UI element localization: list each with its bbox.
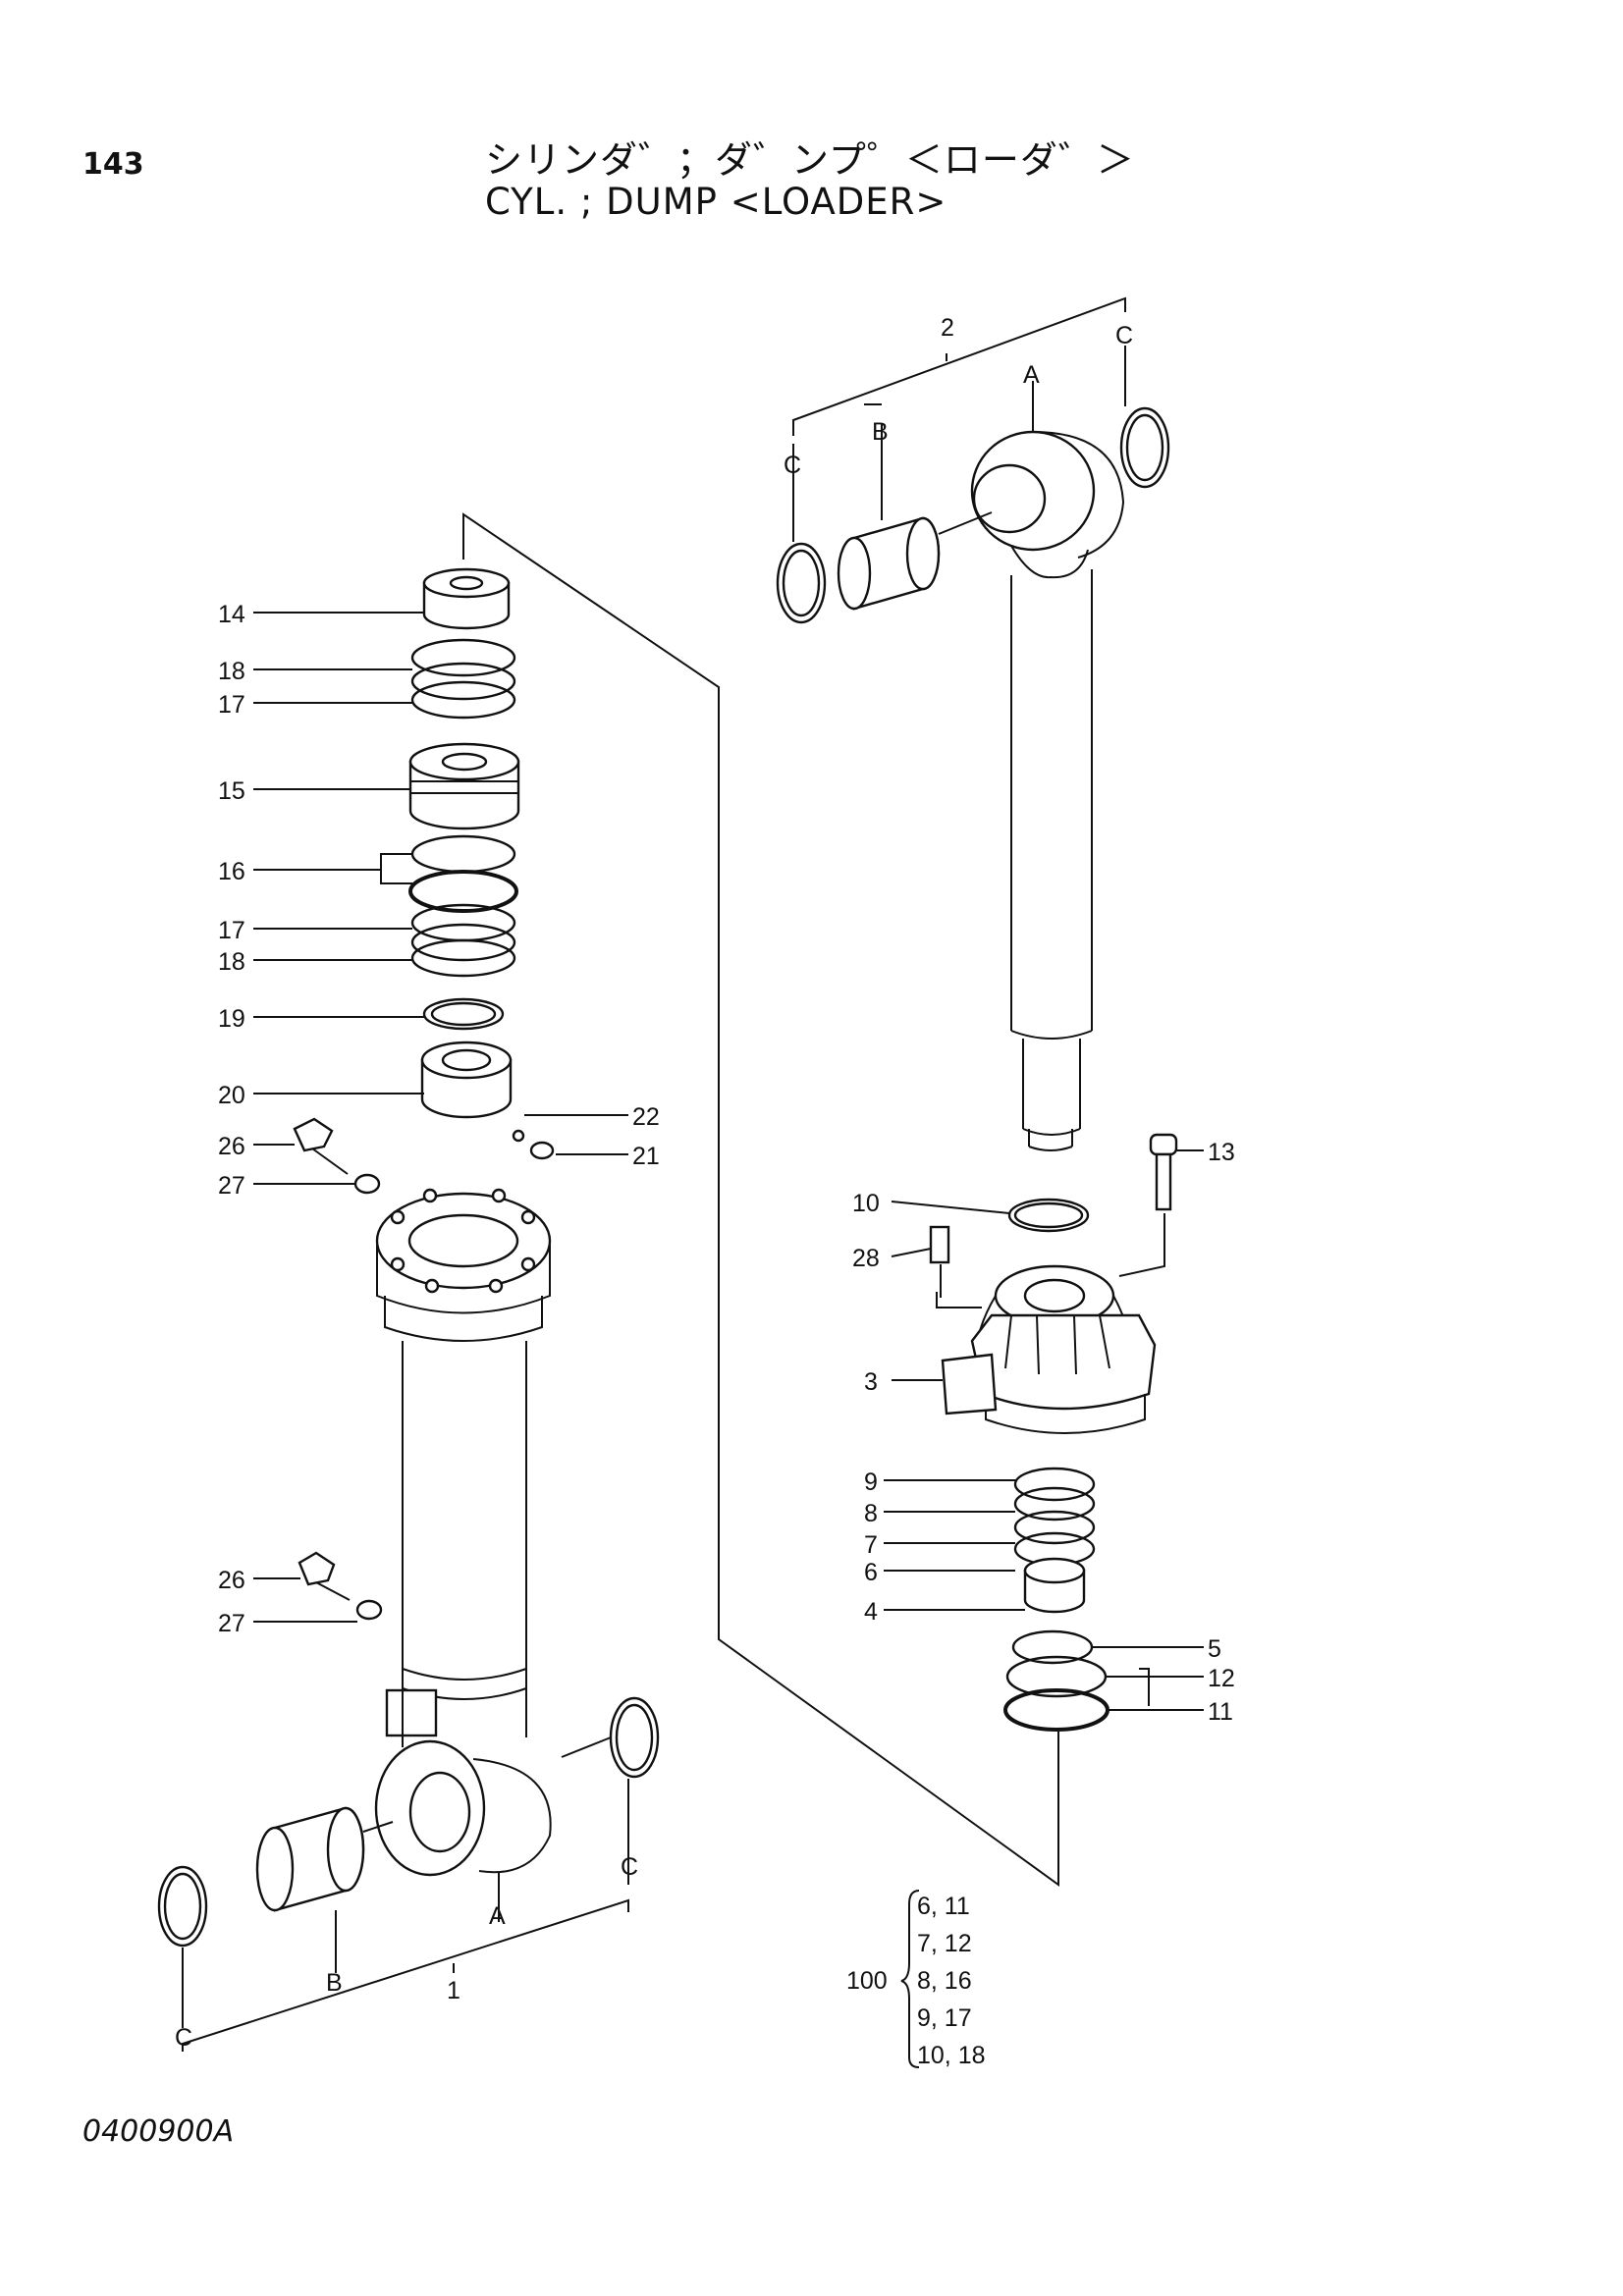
group-left-number: 1: [447, 1977, 460, 2004]
group-right-a: A: [1023, 361, 1040, 389]
callout-19: 19: [218, 1005, 245, 1033]
callout-18: 18: [218, 658, 245, 685]
fitting-part: [929, 1225, 950, 1264]
callout-7: 7: [864, 1531, 878, 1559]
kit-item: 7, 12: [917, 1930, 972, 1957]
steel-ball-part: [512, 1129, 525, 1143]
rod-seal-c-right-part: [1119, 406, 1170, 489]
slide-ring-part: [410, 638, 516, 677]
plug-upper-part: [293, 1117, 334, 1152]
callout-14: 14: [218, 601, 245, 628]
group-right-b: B: [872, 418, 889, 446]
tube-bracket: [385, 1688, 438, 1737]
callout-8: 8: [864, 1500, 878, 1527]
callout-3: 3: [864, 1368, 878, 1396]
callout-26: 26: [218, 1133, 245, 1160]
group-left-b: B: [326, 1969, 343, 1997]
callout-4: 4: [864, 1598, 878, 1626]
o-ring-lower-part: [355, 1599, 383, 1621]
piston-part: [408, 760, 520, 830]
callout-17: 17: [218, 691, 245, 719]
drawing-code: 0400900A: [82, 2114, 235, 2149]
group-left-c-right: C: [621, 1853, 638, 1881]
rod-seal-stack: [1013, 1467, 1096, 1502]
kit-item: 9, 17: [917, 2004, 972, 2032]
group-brackets: [182, 296, 1126, 2052]
kit-brace: [900, 1890, 920, 2068]
kit-item: 10, 18: [917, 2042, 986, 2069]
callout-13: 13: [1208, 1139, 1235, 1166]
group-right-c-right: C: [1115, 322, 1133, 349]
group-left-c-left: C: [175, 2024, 192, 2052]
page-title-english: CYL. ; DUMP <LOADER>: [485, 181, 947, 223]
callout-20: 20: [218, 1082, 245, 1109]
group-left-a: A: [489, 1902, 506, 1930]
callout-27: 27: [218, 1172, 245, 1200]
page-title-japanese: シリンダ゛；ダ゛ンプ゜＜ローダ゛＞: [485, 138, 1135, 182]
o-ring-upper-part: [353, 1173, 381, 1195]
rod-seal-c-left-part: [776, 542, 827, 624]
seal-c-left-part: [157, 1865, 208, 1948]
cushion-ring-part: [422, 997, 505, 1031]
callout-6: 6: [864, 1559, 878, 1586]
callout-18b: 18: [218, 948, 245, 976]
callout-10: 10: [852, 1190, 880, 1217]
kit-number: 100: [846, 1967, 888, 1995]
callout-11: 11: [1208, 1698, 1233, 1726]
group-right-c-left: C: [784, 452, 801, 479]
explode-lines: [462, 512, 1165, 1887]
backup-ring-part: [1007, 1198, 1090, 1233]
kit-item: 6, 11: [917, 1893, 970, 1920]
piston-rod-assembly: [776, 406, 1178, 1732]
callout-28: 28: [852, 1245, 880, 1272]
socket-bolt-part: [1149, 1133, 1178, 1156]
callout-22: 22: [632, 1103, 660, 1131]
callout-5: 5: [1208, 1635, 1221, 1663]
page-number: 143: [82, 147, 144, 182]
callout-16: 16: [218, 858, 245, 885]
group-right-number: 2: [941, 314, 954, 342]
callout-12: 12: [1208, 1665, 1235, 1692]
set-screw-part: [529, 1141, 555, 1160]
leader-lines: [253, 612, 1204, 1711]
kit-item: 8, 16: [917, 1967, 972, 1995]
callout-17b: 17: [218, 917, 245, 944]
callout-26b: 26: [218, 1567, 245, 1594]
callout-15: 15: [218, 777, 245, 805]
rod-head-port: [941, 1353, 998, 1415]
piston-seal-part: [410, 834, 516, 874]
callout-9: 9: [864, 1468, 878, 1496]
plug-lower-part: [298, 1551, 336, 1586]
callout-21: 21: [632, 1143, 660, 1170]
callout-27b: 27: [218, 1610, 245, 1637]
cylinder-tube-assembly: [157, 567, 660, 1948]
